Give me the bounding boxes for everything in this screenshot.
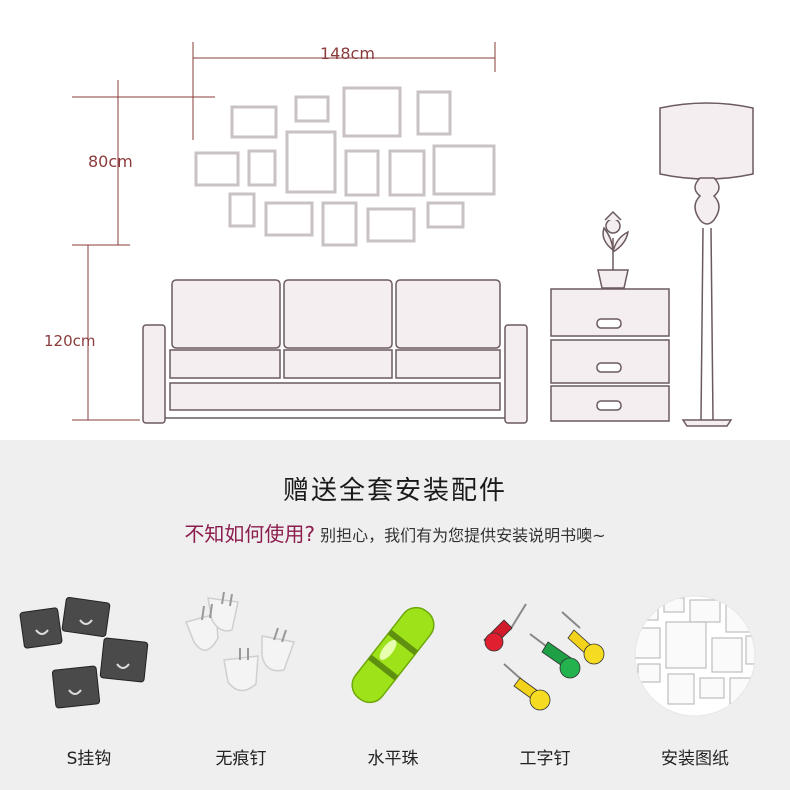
traceless-nail-icon bbox=[184, 591, 296, 692]
width-dimension-label: 148cm bbox=[320, 44, 375, 63]
reassure-text: 别担心，我们有为您提供安装说明书噢~ bbox=[320, 526, 606, 545]
side-cabinet bbox=[550, 288, 670, 422]
height-dimension-label: 80cm bbox=[88, 152, 133, 171]
potted-plant bbox=[597, 210, 629, 289]
install-drawing-icon bbox=[634, 595, 756, 717]
accessory-label-spirit-level: 水平珠 bbox=[367, 749, 419, 769]
question-text: 不知如何使用? bbox=[184, 522, 316, 546]
wall-layout-illustration bbox=[72, 42, 754, 427]
dimension-lines bbox=[72, 42, 496, 421]
push-pin-icon bbox=[483, 603, 605, 711]
accessory-label-push-pin: 工字钉 bbox=[519, 749, 571, 769]
banner-title: 赠送全套安装配件 bbox=[282, 476, 507, 506]
s-hook-icon bbox=[19, 596, 149, 709]
banner-subtitle: 不知如何使用? 别担心，我们有为您提供安装说明书噢~ bbox=[0, 518, 790, 547]
floor-lamp bbox=[659, 102, 754, 427]
accessory-label-install-drawing: 安装图纸 bbox=[661, 749, 729, 769]
spirit-level-icon bbox=[351, 606, 435, 704]
floor-dimension-label: 120cm bbox=[44, 332, 96, 350]
photo-frames bbox=[194, 86, 496, 247]
sofa bbox=[142, 279, 528, 424]
accessory-label-traceless-nail: 无痕钉 bbox=[215, 749, 267, 769]
accessory-label-s-hook: S挂钩 bbox=[66, 749, 112, 769]
